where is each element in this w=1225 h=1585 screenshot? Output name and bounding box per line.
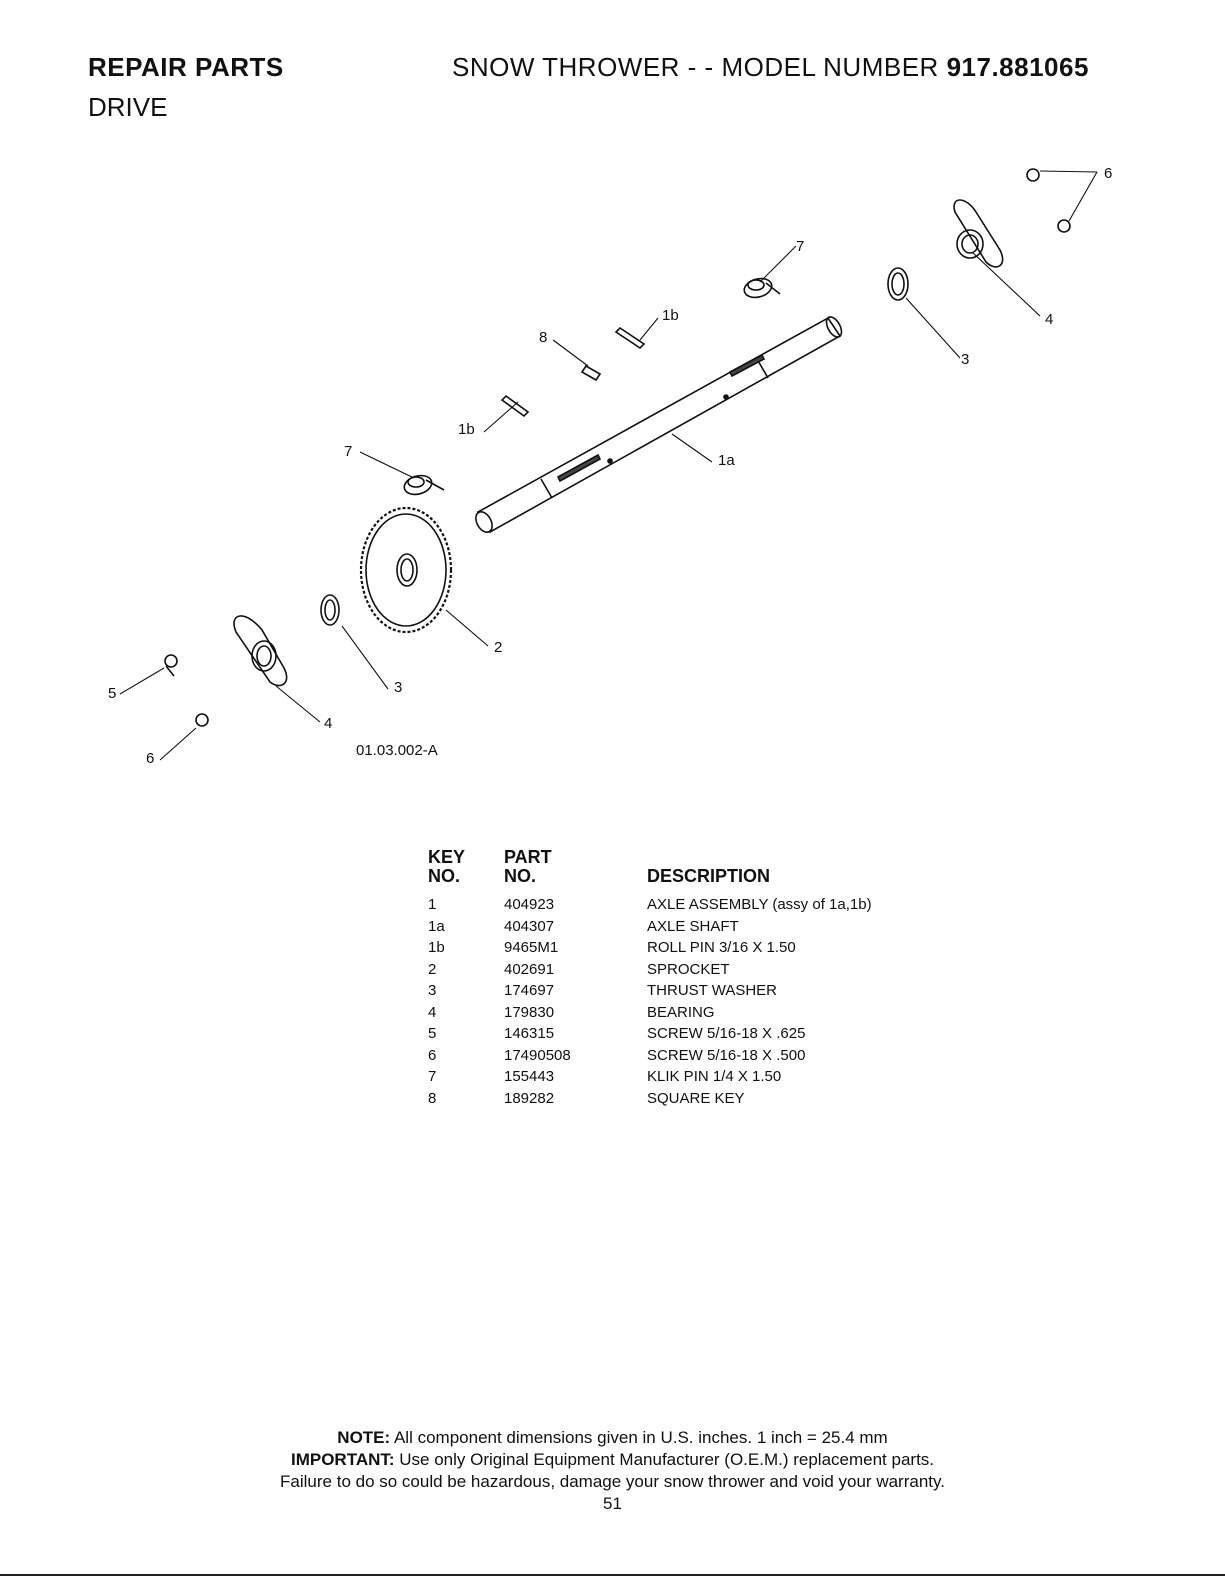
callout-1b: 1b: [662, 307, 679, 324]
note-text: All component dimensions given in U.S. i…: [390, 1428, 888, 1447]
key-no: 1b: [428, 939, 445, 956]
part-no: 404307: [504, 917, 555, 935]
exploded-parts-diagram: 6 7 1b 8 4 3 1b 1a 7 2 3 5 4 6: [108, 165, 1112, 767]
callout-6: 6: [146, 750, 154, 767]
bottom-rule: [0, 1574, 1225, 1576]
table-row: 2 402691 SPROCKET: [428, 959, 967, 981]
key-no: 1a: [428, 917, 445, 935]
note-line: NOTE: All component dimensions given in …: [0, 1427, 1225, 1449]
description: ROLL PIN 3/16 X 1.50: [647, 939, 796, 956]
screw-drawing: [164, 168, 1071, 727]
roll-pin-drawing: [500, 326, 646, 418]
table-row: 6 17490508 SCREW 5/16-18 X .500: [428, 1045, 967, 1067]
model-number: 917.881065: [946, 52, 1089, 82]
part-no: 155443: [504, 1068, 555, 1085]
description: BEARING: [647, 1003, 715, 1021]
table-row: 8 189282 SQUARE KEY: [428, 1088, 967, 1110]
part-no: 179830: [504, 1003, 555, 1021]
column-header-description: DESCRIPTION: [647, 866, 771, 886]
part-no: 404923: [504, 896, 555, 913]
table-row: 4 179830 BEARING: [428, 1002, 967, 1024]
callout-1b: 1b: [458, 421, 475, 438]
key-no: 4: [428, 1003, 437, 1021]
description: SCREW 5/16-18 X .625: [647, 1025, 806, 1042]
description: AXLE ASSEMBLY (assy of 1a,1b): [647, 896, 872, 913]
description: AXLE SHAFT: [647, 917, 739, 935]
important-line: IMPORTANT: Use only Original Equipment M…: [0, 1449, 1225, 1471]
page-footer: NOTE: All component dimensions given in …: [0, 1427, 1225, 1515]
axle-shaft-drawing: [475, 316, 843, 534]
thrust-washer-drawing: [320, 267, 909, 626]
part-no: 189282: [504, 1089, 555, 1107]
section-title: DRIVE: [88, 92, 168, 122]
key-no: 8: [428, 1089, 437, 1107]
part-no: 9465M1: [504, 939, 559, 956]
key-no: 3: [428, 982, 437, 999]
drawing-number: 01.03.002-A: [356, 742, 438, 759]
sprocket-drawing: [359, 506, 453, 634]
callout-4: 4: [324, 715, 332, 732]
callout-6: 6: [1104, 165, 1112, 182]
klik-pin-drawing: [403, 277, 781, 496]
key-no: 5: [428, 1025, 437, 1042]
table-row: 1b 9465M1 ROLL PIN 3/16 X 1.50: [428, 937, 967, 959]
part-no: 402691: [504, 960, 555, 978]
callout-4: 4: [1045, 311, 1053, 328]
page-number: 51: [603, 1494, 622, 1513]
description: SCREW 5/16-18 X .500: [647, 1046, 806, 1064]
table-row: 1 404923 AXLE ASSEMBLY (assy of 1a,1b): [428, 894, 967, 916]
square-key-drawing: [580, 364, 602, 382]
important-label: IMPORTANT:: [290, 1450, 395, 1469]
note-label: NOTE:: [337, 1428, 391, 1447]
key-no: 7: [428, 1068, 437, 1085]
bearing-drawing: [233, 199, 1004, 687]
warning-line: Failure to do so could be hazardous, dam…: [280, 1472, 945, 1491]
key-no: 2: [428, 960, 437, 978]
page-heading-repair-parts: REPAIR PARTS: [88, 52, 284, 82]
description: KLIK PIN 1/4 X 1.50: [647, 1068, 782, 1085]
callout-7: 7: [344, 443, 352, 460]
important-text: Use only Original Equipment Manufacturer…: [394, 1450, 935, 1469]
page-heading-model: SNOW THROWER - - MODEL NUMBER 917.881065: [452, 52, 1089, 83]
key-no: 1: [428, 896, 437, 913]
table-row: 3 174697 THRUST WASHER: [428, 980, 967, 1002]
callout-3: 3: [961, 351, 969, 368]
callout-1a: 1a: [718, 452, 735, 469]
table-row: 7 155443 KLIK PIN 1/4 X 1.50: [428, 1066, 967, 1088]
callout-8: 8: [539, 329, 547, 346]
description: THRUST WASHER: [647, 982, 778, 999]
part-no: 174697: [504, 982, 555, 999]
callout-2: 2: [494, 639, 502, 656]
part-no: 17490508: [504, 1046, 571, 1064]
table-row: 1a 404307 AXLE SHAFT: [428, 916, 967, 938]
description: SPROCKET: [647, 960, 730, 978]
table-row: 5 146315 SCREW 5/16-18 X .625: [428, 1023, 967, 1045]
callout-7: 7: [796, 238, 804, 255]
model-heading-prefix: SNOW THROWER - - MODEL NUMBER: [452, 52, 947, 82]
callout-5: 5: [108, 685, 116, 702]
key-no: 6: [428, 1046, 437, 1064]
part-no: 146315: [504, 1025, 555, 1042]
description: SQUARE KEY: [647, 1089, 745, 1107]
callout-3: 3: [394, 679, 402, 696]
